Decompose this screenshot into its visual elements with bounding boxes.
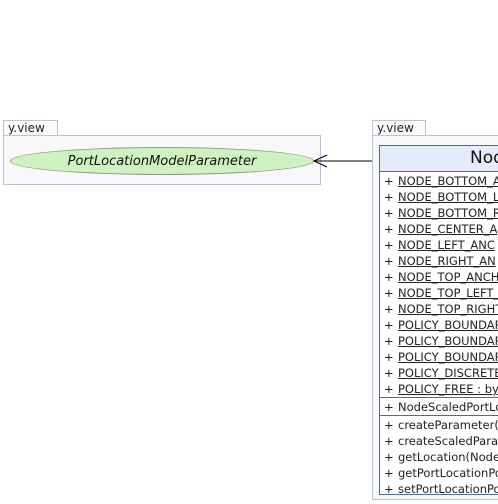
visibility-marker: + [384, 434, 394, 448]
method-row: + setPortLocationPo [380, 481, 498, 495]
visibility-marker: + [384, 190, 394, 204]
left-package-tab: y.view [3, 120, 58, 135]
method-row-label: getPortLocationPo [398, 466, 498, 480]
field-row: + NODE_BOTTOM_R [380, 205, 498, 221]
method-row-label: createScaledPara [398, 434, 498, 448]
field-row-label: POLICY_FREE : by [398, 382, 498, 396]
visibility-marker: + [384, 286, 394, 300]
class-title: Node [380, 146, 498, 172]
method-row-label: createParameter( [398, 418, 498, 432]
visibility-marker: + [384, 482, 394, 495]
visibility-marker: + [384, 366, 394, 380]
visibility-marker: + [384, 334, 394, 348]
field-row-label: NODE_TOP_RIGHT [398, 302, 498, 316]
methods-section: + createParameter( + createScaledPara + getLo… [380, 416, 498, 495]
field-row-label: POLICY_BOUNDAR [398, 334, 498, 348]
field-row-label: NODE_BOTTOM_R [398, 206, 498, 220]
visibility-marker: + [384, 302, 394, 316]
field-row-label: POLICY_DISCRETE [398, 366, 498, 380]
visibility-marker: + [384, 318, 394, 332]
field-row-label: NODE_LEFT_ANC [398, 238, 495, 252]
field-row: + NODE_TOP_ANCH [380, 269, 498, 285]
visibility-marker: + [384, 466, 394, 480]
field-row: + NODE_CENTER_A [380, 221, 498, 237]
method-row-label: getLocation(Node [398, 450, 498, 464]
method-row: + getLocation(Node [380, 449, 498, 465]
field-row: + NODE_TOP_LEFT_ [380, 285, 498, 301]
visibility-marker: + [384, 238, 394, 252]
field-row: + POLICY_BOUNDAR [380, 333, 498, 349]
field-row-label: NODE_RIGHT_AN [398, 254, 496, 268]
field-row-label: NODE_BOTTOM_L [398, 190, 498, 204]
field-row-label: NODE_TOP_ANCH [398, 270, 498, 284]
field-row: + POLICY_DISCRETE [380, 365, 498, 381]
constructor-row: + NodeScaledPortLo [380, 399, 498, 415]
field-row-label: POLICY_BOUNDAR [398, 350, 498, 364]
field-row: + NODE_LEFT_ANC [380, 237, 498, 253]
visibility-marker: + [384, 206, 394, 220]
visibility-marker: + [384, 382, 394, 396]
field-row-label: NODE_CENTER_A [398, 222, 498, 236]
field-row-label: NODE_BOTTOM_A [398, 174, 498, 188]
field-row: + NODE_BOTTOM_L [380, 189, 498, 205]
visibility-marker: + [384, 450, 394, 464]
visibility-marker: + [384, 270, 394, 284]
constructor-row-label: NodeScaledPortLo [398, 400, 498, 414]
visibility-marker: + [384, 254, 394, 268]
method-row: + createScaledPara [380, 433, 498, 449]
constructors-section: + NodeScaledPortLo [380, 398, 498, 416]
visibility-marker: + [384, 350, 394, 364]
method-row: + createParameter( [380, 417, 498, 433]
right-package-tab: y.view [372, 120, 426, 135]
fields-section: + NODE_BOTTOM_A + NODE_BOTTOM_L + NODE_BOTTOM… [380, 172, 498, 398]
visibility-marker: + [384, 222, 394, 236]
interface-name: PortLocationModelParameter [67, 153, 257, 169]
field-row: + POLICY_BOUNDAR [380, 317, 498, 333]
field-row: + POLICY_FREE : by [380, 381, 498, 397]
node-scaled-port-location-model-class[interactable]: Node + NODE_BOTTOM_A + NODE_BOTTOM_L + NODE_B… [379, 145, 498, 495]
field-row: + NODE_TOP_RIGHT [380, 301, 498, 317]
visibility-marker: + [384, 418, 394, 432]
field-row: + NODE_BOTTOM_A [380, 173, 498, 189]
field-row: + POLICY_BOUNDAR [380, 349, 498, 365]
port-location-model-parameter-node[interactable]: PortLocationModelParameter [10, 147, 314, 175]
visibility-marker: + [384, 400, 394, 414]
field-row: + NODE_RIGHT_AN [380, 253, 498, 269]
method-row-label: setPortLocationPo [398, 482, 498, 495]
field-row-label: POLICY_BOUNDAR [398, 318, 498, 332]
visibility-marker: + [384, 174, 394, 188]
method-row: + getPortLocationPo [380, 465, 498, 481]
field-row-label: NODE_TOP_LEFT_ [398, 286, 498, 300]
